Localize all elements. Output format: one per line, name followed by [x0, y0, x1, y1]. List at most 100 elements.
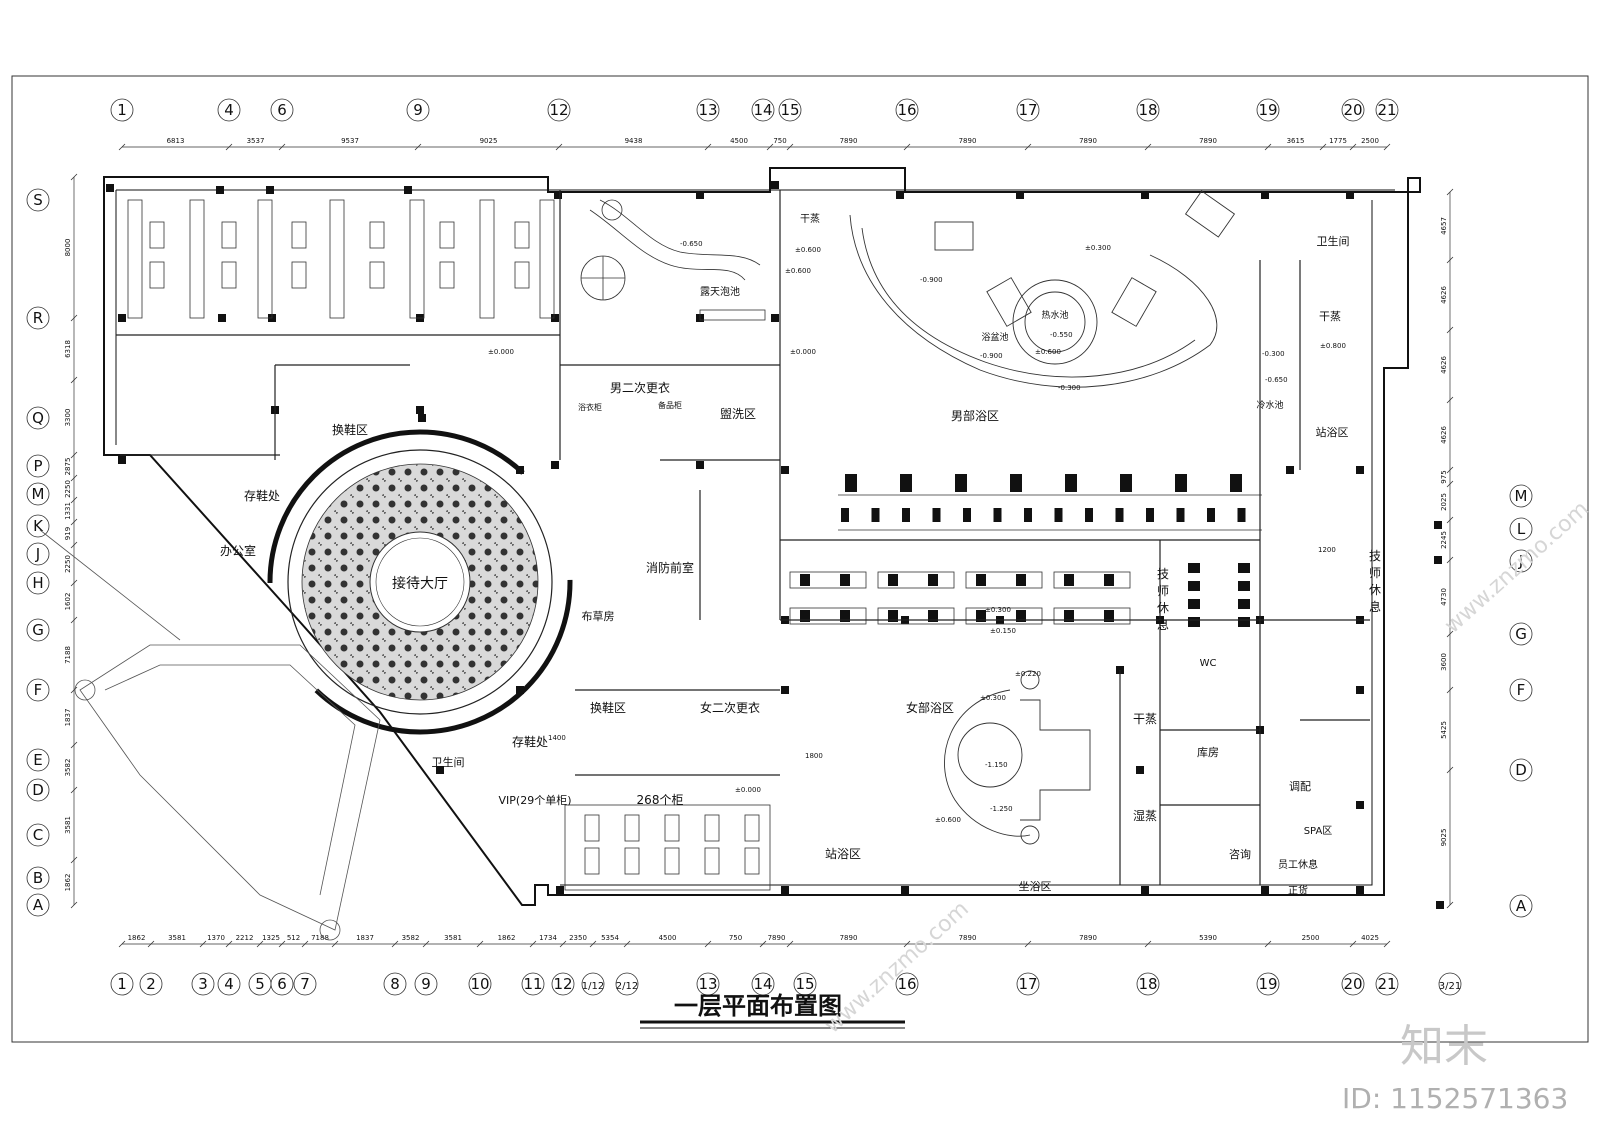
svg-text:M: M: [1515, 487, 1528, 505]
svg-text:6: 6: [277, 975, 287, 993]
dim-top-9: 7890: [1079, 137, 1097, 145]
svg-text:3: 3: [198, 975, 208, 993]
dim-left-6: 919: [64, 527, 72, 540]
axis-left-J: J: [26, 542, 50, 566]
axis-bottom-17: 17: [1016, 972, 1040, 996]
axis-top-1: 1: [110, 98, 134, 122]
axis-bottom-2: 2: [139, 972, 163, 996]
label-hot-pool: 热水池: [1041, 309, 1068, 321]
column-16: [551, 314, 559, 322]
column-5: [696, 191, 704, 199]
label-blending: 调配: [1289, 780, 1311, 793]
axis-bottom-8: 8: [383, 972, 407, 996]
elev-20: ±0.800: [1320, 342, 1346, 350]
reception-rotunda: [267, 429, 573, 735]
axis-bottom-13: 13: [696, 972, 720, 996]
label-toilet-bottom: 卫生间: [432, 755, 465, 769]
axis-bottom-15: 15: [793, 972, 817, 996]
label-supplies-cabinet: 备品柜: [658, 400, 682, 410]
label-storeroom: 库房: [1197, 746, 1219, 759]
label-reception-hall: 接待大厅: [392, 575, 448, 592]
axis-left-H: H: [26, 571, 50, 595]
label-bathrobe-cabinet: 浴衣柜: [578, 402, 602, 412]
axis-left-R: R: [26, 306, 50, 330]
column-10: [1261, 191, 1269, 199]
dim-bottom-7: 1837: [356, 934, 374, 942]
dim-left-7: 2250: [64, 555, 72, 573]
dim-right-4: 975: [1440, 470, 1448, 483]
svg-text:K: K: [33, 517, 44, 535]
axis-bottom-2-12: 2/12: [615, 972, 639, 996]
column-41: [901, 886, 909, 894]
dim-bottom-1: 3581: [168, 934, 186, 942]
svg-text:3/21: 3/21: [1439, 981, 1461, 992]
dim-bottom-22: 4025: [1361, 934, 1379, 942]
svg-text:10: 10: [470, 975, 489, 993]
svg-text:9: 9: [421, 975, 431, 993]
womens-pool: [944, 670, 1091, 845]
dim-left-0: 8000: [64, 239, 72, 257]
axis-top-12: 12: [547, 98, 571, 122]
axis-top-18: 18: [1136, 98, 1160, 122]
shower-unit-11: [1176, 508, 1185, 522]
svg-text:J: J: [1518, 552, 1523, 570]
svg-text:17: 17: [1018, 101, 1037, 119]
column-23: [696, 461, 704, 469]
axis-bottom-3: 3: [191, 972, 215, 996]
column-51: [1436, 901, 1444, 909]
axis-left-A: A: [26, 893, 50, 917]
axis-top-19: 19: [1256, 98, 1280, 122]
vertical-labels: 技师休息 技师休息: [1157, 549, 1381, 632]
elev-7: -0.550: [1050, 331, 1073, 339]
label-lockers-268: 268个柜: [637, 793, 684, 807]
axis-bottom-9: 9: [414, 972, 438, 996]
shower-post-0: [845, 474, 857, 492]
rest-bed-3-0: [1188, 617, 1200, 627]
svg-text:14: 14: [753, 101, 772, 119]
axis-bottom-18: 18: [1136, 972, 1160, 996]
dim-bottom-9: 3581: [444, 934, 462, 942]
axis-left-M: M: [26, 482, 50, 506]
axis-left-D: D: [26, 778, 50, 802]
massage-bed-0-1: [877, 571, 955, 589]
elev-17: -1.150: [985, 761, 1008, 769]
dim-right-5: 2025: [1440, 493, 1448, 511]
label-sitting-shower: 坐浴区: [1019, 880, 1052, 893]
dim-bottom-5: 512: [287, 934, 300, 942]
shower-post-5: [1120, 474, 1132, 492]
massage-bed-1-3: [1053, 607, 1131, 625]
label-standing-shower-top: 站浴区: [1316, 425, 1349, 439]
rest-bed-2-0: [1188, 599, 1200, 609]
axis-bottom-10: 10: [468, 972, 492, 996]
label-mens-bath-area: 男部浴区: [951, 408, 999, 423]
dim-left-11: 3582: [64, 759, 72, 777]
svg-text:1: 1: [117, 975, 127, 993]
elev-4: ±0.600: [795, 246, 821, 254]
axis-left-P: P: [26, 454, 50, 478]
dim-top-0: 6813: [167, 137, 185, 145]
dim-right-0: 4657: [1440, 217, 1448, 235]
elev-13: ±0.220: [1015, 670, 1041, 678]
svg-text:12: 12: [549, 101, 568, 119]
svg-text:4: 4: [224, 101, 234, 119]
svg-text:8: 8: [390, 975, 400, 993]
axis-bottom-3-21: 3/21: [1438, 972, 1462, 996]
axis-bottom-21: 21: [1375, 972, 1399, 996]
exterior-walls: [103, 167, 1421, 906]
drawing-title-block: 一层平面布置图: [640, 992, 905, 1029]
axis-bottom-19: 19: [1256, 972, 1280, 996]
elev-11: ±0.300: [985, 606, 1011, 614]
label-dry-sauna-top: 干蒸: [800, 213, 820, 225]
label-washing-area: 盥洗区: [720, 407, 756, 421]
column-48: [436, 766, 444, 774]
axis-top-21: 21: [1375, 98, 1399, 122]
axis-left-G: G: [26, 618, 50, 642]
axis-top-13: 13: [696, 98, 720, 122]
svg-text:5: 5: [255, 975, 265, 993]
shower-post-6: [1175, 474, 1187, 492]
dim-right-6: 2245: [1440, 531, 1448, 549]
svg-text:Q: Q: [32, 409, 44, 427]
svg-text:H: H: [32, 574, 43, 592]
column-2: [266, 186, 274, 194]
elevation-marks: ±0.000 ±0.000 -0.650 ±0.600 -0.900 ±0.30…: [488, 240, 1346, 824]
